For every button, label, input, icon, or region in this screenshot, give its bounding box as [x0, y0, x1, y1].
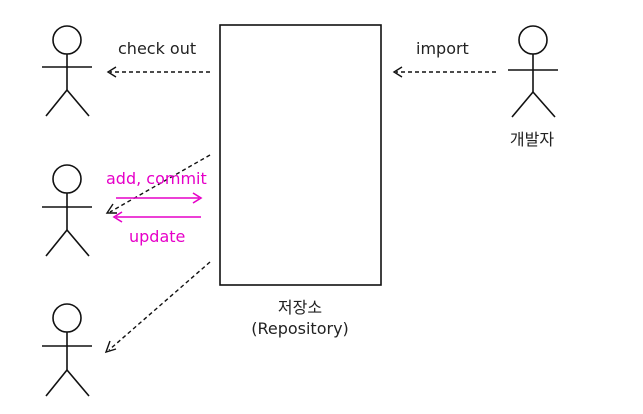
checkout-label: check out — [118, 39, 196, 58]
developer-label: 개발자 — [510, 130, 554, 149]
user-actor-top — [42, 25, 92, 117]
update-arrow — [112, 211, 201, 223]
user-actor-middle — [42, 164, 92, 257]
checkout-arrow — [106, 66, 210, 78]
checkout-arrow-bottom — [104, 261, 211, 354]
update-label: update — [129, 227, 185, 246]
repository-box — [219, 24, 382, 286]
import-arrow — [392, 66, 496, 78]
repository-label-korean: 저장소 — [278, 298, 322, 317]
repository-label-english: (Repository) — [251, 319, 349, 338]
add-commit-label: add, commit — [106, 169, 207, 188]
developer-actor — [508, 25, 558, 118]
import-label: import — [416, 39, 469, 58]
checkout-arrow-middle — [105, 154, 211, 214]
add-commit-arrow — [116, 192, 203, 204]
user-actor-bottom — [42, 303, 92, 397]
